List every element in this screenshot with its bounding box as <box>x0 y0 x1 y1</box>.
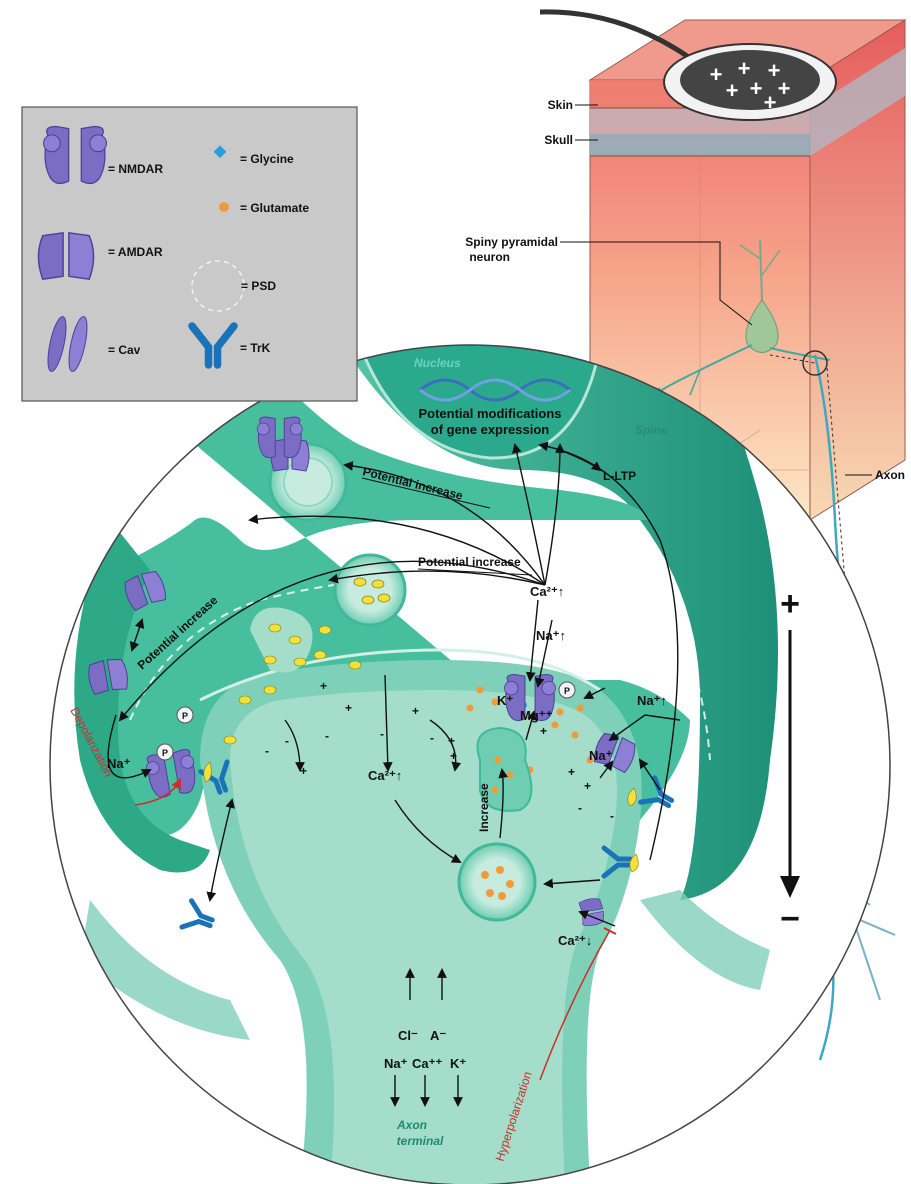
mg-label: Mg⁺⁺ <box>520 708 553 723</box>
skull-label: Skull <box>544 133 573 147</box>
svg-text:+: + <box>320 679 327 693</box>
plus-sign: + <box>764 90 777 115</box>
skull-layer <box>590 134 810 156</box>
vesicle-glutamate <box>335 555 405 625</box>
neuron-label-2: neuron <box>469 250 510 264</box>
cl-label: Cl⁻ <box>398 1028 418 1043</box>
polarity-plus: + <box>780 585 800 623</box>
gene-label-2: of gene expression <box>431 422 550 437</box>
na-right-label: Na⁺ <box>589 748 613 763</box>
axon-label: Axon <box>875 468 905 482</box>
legend-nmdar: = NMDAR <box>108 162 163 176</box>
plus-sign: + <box>738 56 751 81</box>
svg-text:-: - <box>285 734 289 748</box>
phosphate-label: P <box>162 748 168 758</box>
ca-bottom-label: Ca⁺⁺ <box>412 1056 442 1071</box>
potential-increase-2: Potential increase <box>418 555 521 569</box>
svg-text:-: - <box>430 731 434 745</box>
synapse-zoom: P P P +++ ++- --- -++ --+ + <box>50 340 890 1184</box>
a-label: A⁻ <box>430 1028 446 1043</box>
polarity-minus: − <box>780 900 800 938</box>
skin-label: Skin <box>548 98 573 112</box>
plus-sign: + <box>750 76 763 101</box>
svg-text:-: - <box>578 801 582 815</box>
legend-psd: = PSD <box>241 279 276 293</box>
svg-text:-: - <box>380 727 384 741</box>
plus-sign: + <box>726 78 739 103</box>
svg-text:-: - <box>265 744 269 758</box>
phosphate-label: P <box>182 711 188 721</box>
svg-text:+: + <box>540 724 547 738</box>
na-up-right-label: Na⁺↑ <box>637 693 667 708</box>
nucleus-label: Nucleus <box>414 356 461 370</box>
axon-terminal-label-2: terminal <box>397 1134 444 1148</box>
legend-cav: = Cav <box>108 343 141 357</box>
legend-amdar: = AMDAR <box>108 245 163 259</box>
svg-text:+: + <box>584 779 591 793</box>
svg-text:+: + <box>448 734 455 748</box>
k-bottom-label: K⁺ <box>450 1056 466 1071</box>
svg-text:+: + <box>568 765 575 779</box>
legend-glutamate: = Glutamate <box>240 201 309 215</box>
ca-center-label: Ca²⁺↑ <box>368 768 402 783</box>
increase-label: Increase <box>477 783 491 832</box>
na-bottom-label: Na⁺ <box>384 1056 408 1071</box>
legend-glycine: = Glycine <box>240 152 294 166</box>
gene-label-1: Potential modifications <box>418 406 561 421</box>
ca-down-label: Ca²⁺↓ <box>558 933 592 948</box>
lltp-label: L-LTP <box>603 469 636 483</box>
legend-trk: = TrK <box>240 341 271 355</box>
svg-text:-: - <box>610 809 614 823</box>
plus-sign: + <box>710 62 723 87</box>
svg-text:+: + <box>345 701 352 715</box>
na-up-label: Na⁺↑ <box>536 628 566 643</box>
plus-sign: + <box>778 76 791 101</box>
neuron-label-1: Spiny pyramidal <box>465 235 558 249</box>
ca-up-label: Ca²⁺↑ <box>530 584 564 599</box>
glutamate-icon <box>219 202 229 212</box>
spine-label: Spine <box>635 423 668 437</box>
axon-terminal-label-1: Axon <box>396 1118 427 1132</box>
vesicle-lower <box>459 844 535 920</box>
k-label: K⁺ <box>497 693 513 708</box>
svg-text:+: + <box>300 764 307 778</box>
svg-text:-: - <box>325 729 329 743</box>
phosphate-label: P <box>564 686 570 696</box>
legend: = NMDAR = Glycine = Glutamate = AMDAR = … <box>22 107 357 401</box>
svg-text:+: + <box>412 704 419 718</box>
